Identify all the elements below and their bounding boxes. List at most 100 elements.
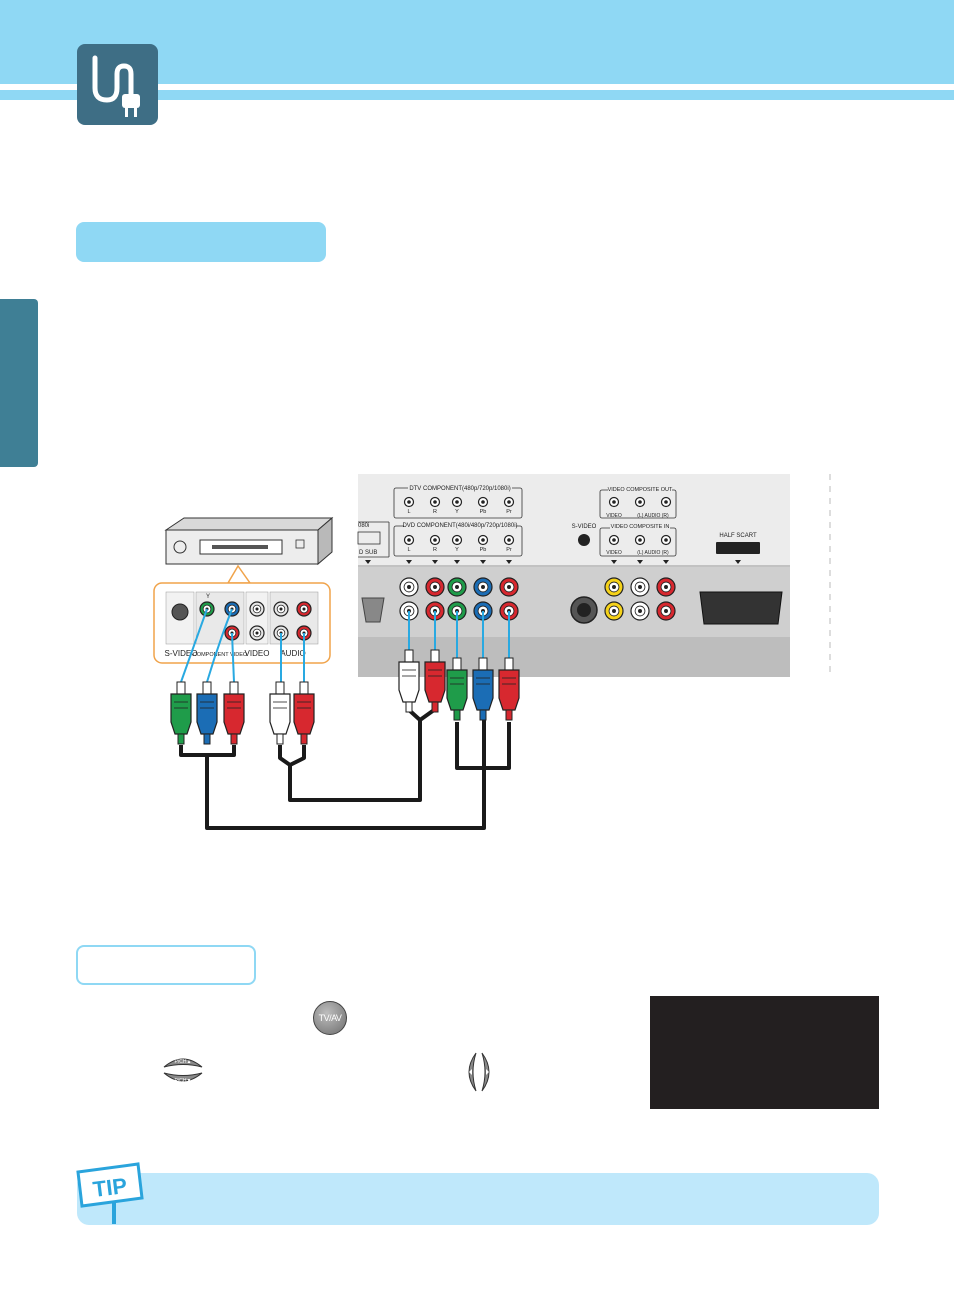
chapter-side-tab — [0, 299, 38, 467]
down-arrow — [480, 560, 486, 564]
rca-jack-pin — [507, 585, 511, 589]
rca-plug-strain — [300, 733, 308, 745]
section-heading-bar — [76, 222, 326, 262]
rca-plug-tip — [202, 681, 212, 695]
rca-jack-pin — [279, 607, 283, 611]
rca-plug-body — [196, 693, 218, 735]
down-arrow — [735, 560, 741, 564]
rca-plug-body — [472, 669, 494, 711]
pointer-line — [231, 632, 235, 683]
rca-plug-strain — [177, 733, 185, 745]
rca-plug-strain — [203, 733, 211, 745]
volume-left-right-button[interactable] — [460, 1051, 498, 1093]
rca-jack-pin — [612, 609, 616, 613]
rca-jack-pin — [433, 585, 437, 589]
small-port-center — [507, 538, 511, 542]
rca-plug-tip — [404, 649, 414, 663]
port-label-r: R — [433, 547, 437, 553]
composite-small-port-center — [612, 500, 616, 504]
plug-cable-icon — [77, 44, 158, 125]
down-arrow — [432, 560, 438, 564]
tv-svideo-label: S-VIDEO — [572, 524, 597, 530]
composite-small-port-center — [638, 500, 642, 504]
video-composite-in-label: VIDEO COMPOSITE IN — [611, 524, 670, 530]
small-port-center — [433, 538, 437, 542]
dsub-top-label: 080i — [358, 523, 369, 529]
rca-plug-body — [424, 661, 446, 703]
dsub-connector — [361, 597, 385, 623]
rca-jack-pin — [638, 609, 642, 613]
composite-small-port-center — [638, 538, 642, 542]
comp-out-video-label: VIDEO — [606, 513, 622, 519]
pointer-line — [206, 608, 233, 683]
rca-plug-body — [269, 693, 291, 735]
vcr-svideo-label: S-VIDEO — [165, 649, 198, 658]
port-label-r: R — [433, 509, 437, 515]
small-port-center — [481, 500, 485, 504]
rca-jack-pin — [255, 631, 259, 635]
rca-jack-pin — [664, 585, 668, 589]
connection-diagram: DTV COMPONENT(480p/720p/1080i) DVD COMPO… — [153, 474, 831, 830]
rca-plug-body — [446, 669, 468, 711]
port-label-pr: Pr — [506, 547, 512, 553]
rca-jack-pin — [455, 585, 459, 589]
osd-screen-preview — [650, 996, 879, 1109]
cable-bundle-vcr-component — [179, 745, 236, 757]
rca-plug-body — [170, 693, 192, 735]
tip-sign-icon: TIP — [74, 1160, 144, 1224]
dsub-label: D SUB — [359, 550, 377, 556]
rca-jack-pin — [638, 585, 642, 589]
rca-plug-tip — [430, 649, 440, 663]
down-arrow — [454, 560, 460, 564]
subheading-outline-bar — [76, 945, 256, 985]
composite-small-port-center — [664, 500, 668, 504]
rca-plug-strain — [479, 709, 487, 721]
port-label-y: Y — [455, 509, 459, 515]
rca-plugs — [170, 649, 520, 745]
small-port-center — [481, 538, 485, 542]
rca-plug-body — [293, 693, 315, 735]
tvav-button[interactable]: TV/AV — [313, 1001, 347, 1035]
rca-jack-pin — [612, 585, 616, 589]
rca-jack-pin — [407, 585, 411, 589]
down-arrow — [506, 560, 512, 564]
rca-plug-tip — [452, 657, 462, 671]
tip-bar — [77, 1173, 879, 1225]
vcr-video-label: VIDEO — [245, 649, 270, 658]
composite-small-port-center — [664, 538, 668, 542]
ch-down-label: P/CH▼ — [175, 1078, 192, 1084]
small-port-center — [507, 500, 511, 504]
vcr-component-label: COMPONENT VIDEO — [193, 652, 248, 658]
rca-plug-tip — [229, 681, 239, 695]
small-port-center — [433, 500, 437, 504]
rca-jack-pin — [255, 607, 259, 611]
down-arrow — [663, 560, 669, 564]
rca-plug-tip — [275, 681, 285, 695]
dtv-component-label: DTV COMPONENT(480p/720p/1080i) — [409, 486, 510, 492]
rca-plug-tip — [504, 657, 514, 671]
rca-plug-strain — [276, 733, 284, 745]
port-label-l: L — [407, 547, 410, 553]
header-stripe — [0, 90, 954, 100]
tvav-button-label: TV/AV — [318, 1013, 342, 1023]
rca-plug-tip — [478, 657, 488, 671]
down-arrow — [611, 560, 617, 564]
channel-up-down-button[interactable]: P/CH▲ P/CH▼ — [160, 1053, 206, 1087]
rca-plug-strain — [405, 701, 413, 713]
tip-label: TIP — [91, 1173, 128, 1202]
down-arrow — [637, 560, 643, 564]
small-port-center — [407, 500, 411, 504]
small-port-center — [455, 500, 459, 504]
rca-plug-strain — [453, 709, 461, 721]
ch-up-label: P/CH▲ — [175, 1059, 192, 1065]
video-composite-out-label: VIDEO COMPOSITE OUT — [608, 487, 673, 493]
dvd-component-label: DVD COMPONENT(480i/480p/720p/1080i) — [402, 523, 517, 529]
rca-plug-tip — [299, 681, 309, 695]
half-scart-label: HALF SCART — [719, 533, 757, 539]
rca-plug-body — [398, 661, 420, 703]
comp-in-video-label: VIDEO — [606, 550, 622, 556]
tv-arrow-row — [365, 560, 741, 564]
scart-connector — [699, 591, 783, 625]
pointer-line — [180, 608, 208, 683]
rca-jack-pin — [302, 607, 306, 611]
